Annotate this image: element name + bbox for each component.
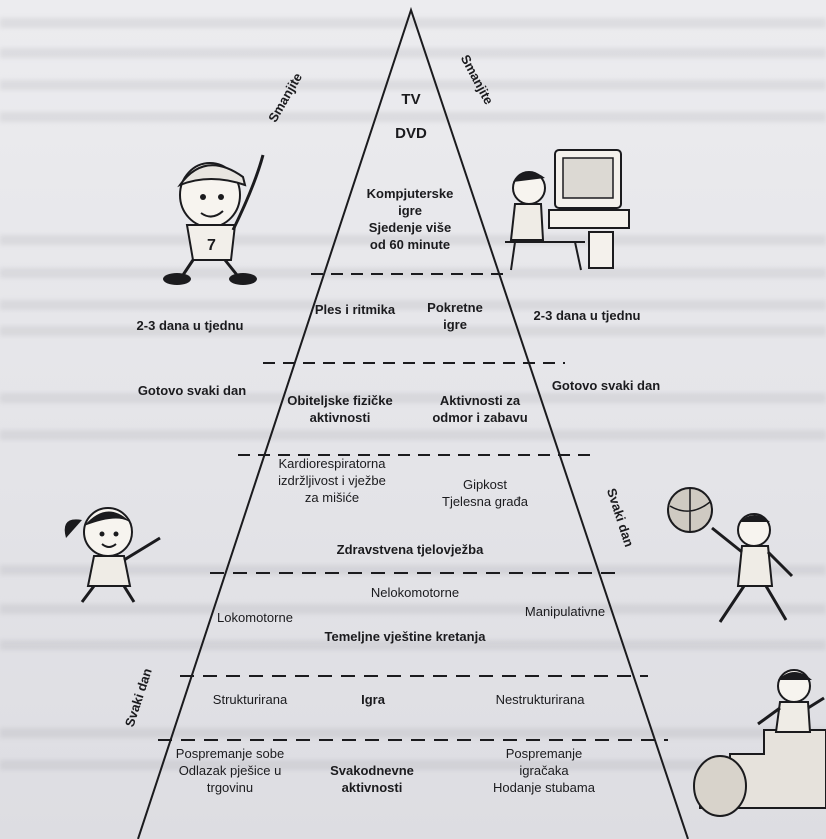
child-at-computer-illustration [505, 149, 630, 271]
boy-with-cap-illustration: 7 [163, 154, 265, 285]
tier-nonlocomotor: Nelokomotorne [370, 585, 460, 600]
label-2-3-days-right: 2-3 dana u tjednu [533, 308, 641, 323]
tier-top-tv: TV [401, 91, 421, 108]
tier-health-exercise: Zdravstvena tjelovježba [336, 542, 484, 557]
tier-daily-activities: Svakodnevne aktivnosti [330, 763, 414, 795]
tier-daily-right: Pospremanje igračaka Hodanje stubama [493, 746, 595, 795]
tier-manipulative: Manipulativne [524, 604, 606, 619]
label-2-3-days-left: 2-3 dana u tjednu [136, 318, 244, 333]
tier-locomotor: Lokomotorne [217, 610, 293, 625]
tier-daily-left: Pospremanje sobe Odlazak pješice u trgov… [175, 746, 285, 795]
label-almost-daily-left: Gotovo svaki dan [137, 383, 247, 398]
girl-with-ponytail-illustration [64, 507, 161, 603]
tier-unstructured: Nestrukturirana [495, 692, 585, 707]
tier-fundamental-skills: Temeljne vještine kretanja [324, 629, 486, 644]
label-almost-daily-right: Gotovo svaki dan [551, 378, 661, 393]
boy-with-basketball-illustration [667, 487, 794, 623]
tier-cardio-strength: Kardiorespiratorna izdržljivost i vježbe… [278, 456, 386, 505]
tier-structured: Strukturirana [212, 692, 288, 707]
child-on-stairs-illustration [693, 669, 826, 817]
tier-dance-rhythm: Ples i ritmika [314, 302, 396, 317]
svg-text:7: 7 [207, 237, 216, 254]
pyramid-outline [137, 6, 689, 839]
tier-family-activities: Obiteljske fizičke aktivnosti [287, 393, 393, 425]
tier-play: Igra [361, 692, 385, 707]
tier-flexibility-body: Gipkost Tjelesna građa [442, 477, 528, 509]
tier-movement-games: Pokretne igre [427, 300, 483, 332]
tier-top-computer-games: Kompjuterske igre Sjedenje više od 60 mi… [366, 186, 454, 252]
tier-leisure-activities: Aktivnosti za odmor i zabavu [432, 393, 528, 425]
tier-top-dvd: DVD [395, 125, 427, 142]
